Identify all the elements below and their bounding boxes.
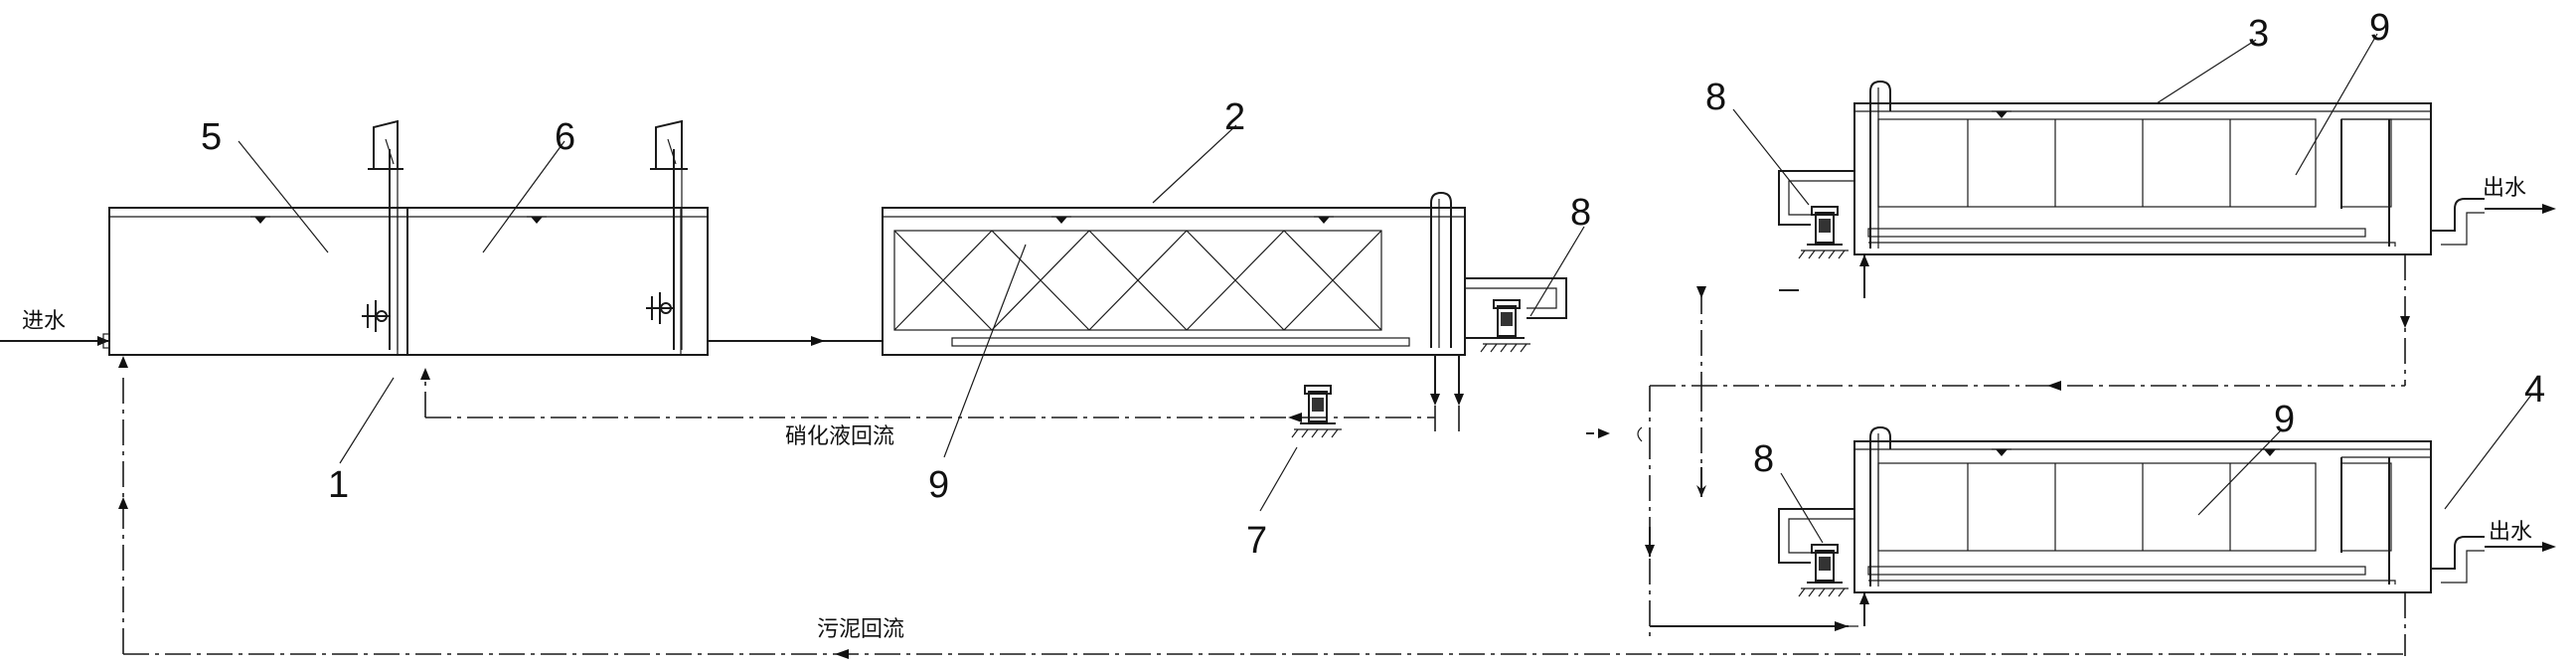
part-number-7: 7	[1246, 520, 1267, 562]
sludge-return-label: 污泥回流	[817, 617, 904, 642]
water-level-triangle-icon	[1050, 216, 1072, 225]
sludge-return-line	[118, 356, 2405, 659]
tank-3-filter	[1778, 80, 2556, 386]
nitrified-liquid-return-line	[420, 368, 1435, 438]
outlet-bottom-label: 出水	[2489, 520, 2532, 545]
inlet-label: 进水	[22, 309, 66, 334]
tank-1-anoxic-anaerobic	[108, 119, 709, 356]
mixer-icon	[362, 119, 403, 350]
submersible-pump-icon	[1480, 299, 1531, 353]
water-level-triangle-icon	[526, 216, 548, 225]
part-number-9: 9	[2274, 399, 2295, 440]
part-number-9: 9	[928, 464, 949, 506]
water-level-triangle-icon	[249, 216, 271, 225]
part-number-3: 3	[2248, 13, 2269, 55]
part-number-9: 9	[2369, 7, 2390, 49]
part-number-1: 1	[328, 464, 349, 506]
part-number-8: 8	[1753, 438, 1774, 480]
mixer-icon	[646, 119, 688, 350]
part-number-8: 8	[1570, 192, 1591, 234]
water-level-triangle-icon	[1991, 110, 2012, 119]
part-number-6: 6	[555, 116, 575, 158]
water-level-triangle-icon	[2259, 448, 2281, 457]
outlet-top-label: 出水	[2483, 176, 2526, 201]
connector-tank1-tank2	[708, 336, 883, 346]
tank-2-aerobic	[882, 191, 1567, 356]
part-number-4: 4	[2524, 369, 2545, 411]
tank-4-filter	[1778, 425, 2556, 656]
inlet-line	[0, 333, 110, 349]
part-number-8: 8	[1705, 77, 1726, 118]
nitrified-return-label: 硝化液回流	[785, 424, 894, 449]
packing-cross-bracing	[893, 230, 1382, 331]
flow-arrows-down	[1430, 355, 1464, 437]
feed-to-tank3-tank4	[1586, 286, 2405, 636]
water-level-triangle-icon	[1991, 448, 2012, 457]
part-number-5: 5	[201, 116, 222, 158]
part-number-2: 2	[1224, 96, 1245, 138]
submersible-pump-icon	[1291, 385, 1343, 438]
leader-lines	[238, 33, 2533, 544]
water-level-triangle-icon	[1313, 216, 1335, 225]
